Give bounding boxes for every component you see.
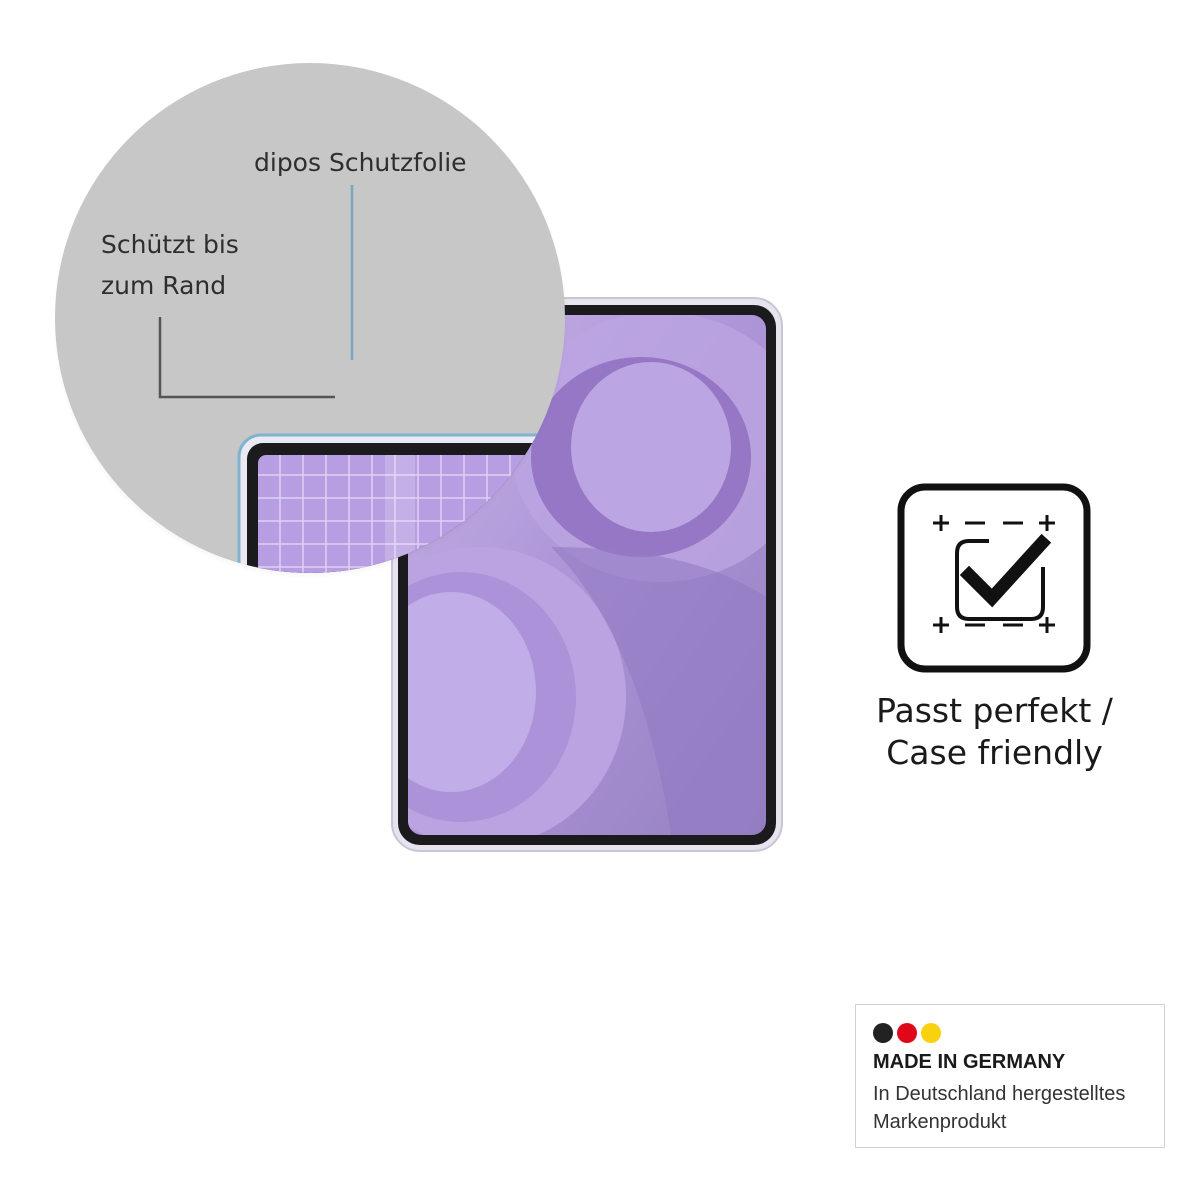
foil-label: dipos Schutzfolie (254, 148, 467, 177)
edge-label-line-1: Schützt bis (101, 230, 239, 259)
german-flag-dots-icon (873, 1023, 941, 1043)
check-frame-icon (897, 483, 1091, 673)
red-dot (897, 1023, 917, 1043)
case-friendly-line-2: Case friendly (886, 733, 1103, 772)
badge-title: MADE IN GERMANY (873, 1051, 1066, 1073)
badge-line-1: In Deutschland hergestelltes (873, 1083, 1126, 1105)
made-in-germany-badge: MADE IN GERMANY In Deutschland hergestel… (855, 1004, 1165, 1148)
zoom-detail-circle (55, 55, 570, 585)
gold-dot (921, 1023, 941, 1043)
black-dot (873, 1023, 893, 1043)
badge-line-2: Markenprodukt (873, 1111, 1007, 1133)
case-friendly-line-1: Passt perfekt / (876, 691, 1113, 730)
case-friendly-text: Passt perfekt / Case friendly (852, 690, 1137, 774)
tablet-illustration (391, 297, 783, 852)
edge-label-line-2: zum Rand (101, 271, 227, 300)
badge-description: In Deutschland hergestelltes Markenprodu… (873, 1080, 1163, 1136)
edge-protection-label: Schützt bis zum Rand (101, 224, 239, 306)
